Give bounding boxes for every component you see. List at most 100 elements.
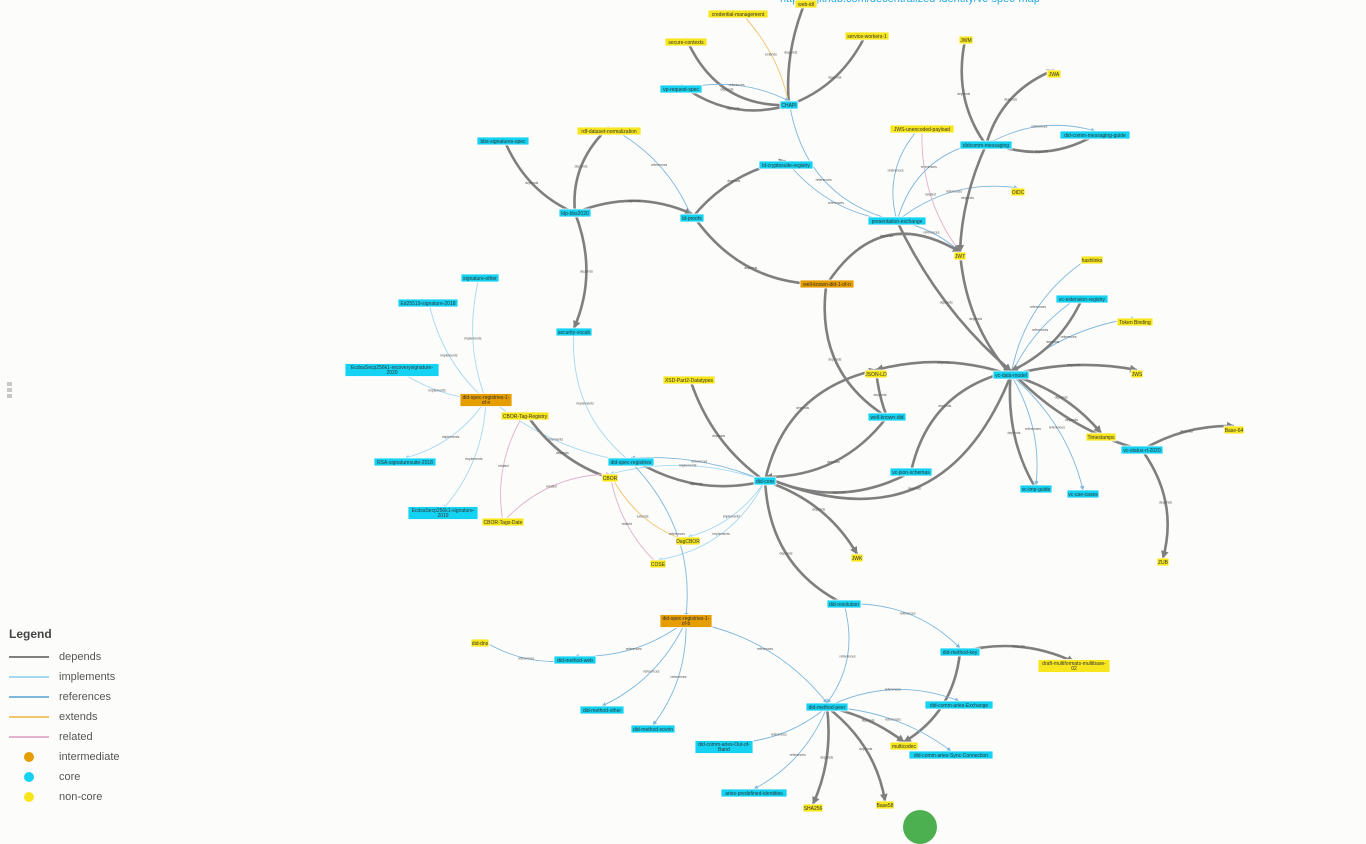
node-box[interactable] — [373, 457, 437, 467]
node-box[interactable] — [675, 536, 701, 546]
node-box[interactable] — [694, 740, 754, 754]
node-OIDC[interactable]: OIDC — [1010, 187, 1026, 197]
node-did-spec-registries-1-of-b[interactable]: did-spec-registries-1-of-b — [659, 614, 713, 628]
node-did-method-sovrin[interactable]: did-method-sovrin — [630, 724, 676, 734]
node-box[interactable] — [649, 559, 667, 569]
floating-action-button[interactable] — [903, 810, 937, 844]
node-vc-imp-guide[interactable]: vc-imp-guide — [1019, 484, 1053, 494]
node-didcomm-messaging[interactable]: didcomm-messaging — [959, 140, 1013, 150]
node-box[interactable] — [1059, 130, 1131, 140]
node-did-comm-aries-Out-of-Band[interactable]: did-comm-aries-Out-of-Band — [694, 740, 754, 754]
node-did-dns[interactable]: did-dns — [470, 638, 490, 648]
node-JWA[interactable]: JWA — [1046, 69, 1062, 79]
node-box[interactable] — [779, 100, 799, 110]
node-box[interactable] — [992, 370, 1030, 380]
node-ld-cryptosuite-registry[interactable]: ld-cryptosuite-registry — [758, 160, 814, 170]
node-vc-use-cases[interactable]: vc-use-cases — [1066, 489, 1100, 499]
node-well-known-did-1-of-n[interactable]: well-known-did-1-of-n — [799, 279, 855, 289]
node-SHA256[interactable]: SHA256 — [802, 803, 824, 813]
node-box[interactable] — [924, 700, 994, 710]
node-box[interactable] — [844, 31, 890, 41]
node-service-workers-1[interactable]: service-workers-1 — [844, 31, 890, 41]
node-box[interactable] — [805, 702, 849, 712]
node-JWT[interactable]: JWT — [953, 251, 967, 261]
node-box[interactable] — [1130, 369, 1144, 379]
node-box[interactable] — [664, 37, 708, 47]
node-did-method-key[interactable]: did-method-key — [939, 647, 981, 657]
node-box[interactable] — [867, 412, 907, 422]
node-box[interactable] — [1066, 489, 1100, 499]
node-COSE[interactable]: COSE — [649, 559, 667, 569]
node-box[interactable] — [476, 136, 530, 146]
node-Token-Binding[interactable]: Token Binding — [1116, 317, 1154, 327]
node-RSA-signaturesuite-2018[interactable]: RSA-signaturesuite-2018 — [373, 457, 437, 467]
node-draft-multiformats-multibase-02[interactable]: draft-multiformats-multibase-02 — [1037, 659, 1111, 673]
node-DagCBOR[interactable]: DagCBOR — [675, 536, 701, 546]
node-box[interactable] — [576, 126, 642, 136]
node-box[interactable] — [720, 788, 788, 798]
node-box[interactable] — [799, 279, 855, 289]
node-box[interactable] — [889, 124, 955, 134]
node-JWS[interactable]: JWS — [1130, 369, 1144, 379]
node-did-spec-registries-1-of-n[interactable]: did-spec-registries-1-of-n — [459, 393, 513, 407]
node-box[interactable] — [553, 655, 597, 665]
node-box[interactable] — [850, 553, 864, 563]
node-box[interactable] — [407, 506, 479, 520]
node-box[interactable] — [958, 35, 974, 45]
node-Base-64[interactable]: Base-64 — [1223, 425, 1245, 435]
node-box[interactable] — [607, 457, 655, 467]
node-presentation-exchange[interactable]: presentation-exchange — [867, 216, 927, 226]
node-did-core[interactable]: did-core — [753, 476, 777, 486]
node-Timestamps[interactable]: Timestamps — [1085, 432, 1117, 442]
node-box[interactable] — [908, 750, 994, 760]
node-box[interactable] — [344, 363, 440, 377]
node-box[interactable] — [707, 9, 769, 19]
node-box[interactable] — [579, 705, 625, 715]
node-box[interactable] — [1085, 432, 1117, 442]
node-box[interactable] — [1116, 317, 1154, 327]
node-box[interactable] — [659, 84, 703, 94]
node-CBOR-Tags-Date[interactable]: CBOR-Tags-Date — [481, 517, 525, 527]
node-secure-contexts[interactable]: secure-contexts — [664, 37, 708, 47]
node-did-comm-aries-Sync-Connection[interactable]: did-comm-aries-Sync-Connection — [908, 750, 994, 760]
node-aries-predefined-identities[interactable]: aries-predefined-identities — [720, 788, 788, 798]
node-hashlinks[interactable]: hashlinks — [1080, 255, 1104, 265]
node-box[interactable] — [662, 375, 716, 385]
node-box[interactable] — [1055, 294, 1109, 304]
node-box[interactable] — [397, 298, 459, 308]
node-Base58[interactable]: Base58 — [875, 800, 895, 810]
node-box[interactable] — [753, 476, 777, 486]
page-title[interactable]: https://github.com/decentralized-identit… — [780, 0, 1040, 5]
node-box[interactable] — [1223, 425, 1245, 435]
node-box[interactable] — [1080, 255, 1104, 265]
node-did-method-other[interactable]: did-method-other — [579, 705, 625, 715]
node-did-spec-registries[interactable]: did-spec-registries — [607, 457, 655, 467]
node-box[interactable] — [558, 208, 592, 218]
node-ZUB[interactable]: ZUB — [1156, 557, 1170, 567]
node-did-method-peer[interactable]: did-method-peer — [805, 702, 849, 712]
node-box[interactable] — [758, 160, 814, 170]
node-box[interactable] — [659, 614, 713, 628]
node-ld-proofs[interactable]: ld-proofs — [679, 213, 705, 223]
drag-handle[interactable] — [7, 382, 13, 400]
node-did-method-web[interactable]: did-method-web — [553, 655, 597, 665]
spec-map-graph[interactable]: dependsextendsdependsdependsdependsrefer… — [0, 0, 1366, 816]
node-box[interactable] — [1010, 187, 1026, 197]
node-vc-extension-registry[interactable]: vc-extension-registry — [1055, 294, 1109, 304]
node-JSON-LD[interactable]: JSON-LD — [864, 369, 888, 379]
node-security-vocab[interactable]: security-vocab — [555, 327, 593, 337]
node-web-idl[interactable]: web-idl — [794, 0, 818, 9]
node-box[interactable] — [1156, 557, 1170, 567]
node-box[interactable] — [555, 327, 593, 337]
node-box[interactable] — [1019, 484, 1053, 494]
node-did-resolution[interactable]: did-resolution — [826, 599, 862, 609]
node-multicodec[interactable]: multicodec — [889, 741, 919, 751]
node-CBOR[interactable]: CBOR — [601, 473, 619, 483]
node-credential-management[interactable]: credential-management — [707, 9, 769, 19]
node-box[interactable] — [679, 213, 705, 223]
node-EcdsaSecp256k1-recovery[interactable]: EcdsaSecp256k1-recoverysignature-2020 — [344, 363, 440, 377]
node-XSD-Part2-Datatypes[interactable]: XSD-Part2-Datatypes — [662, 375, 716, 385]
node-box[interactable] — [630, 724, 676, 734]
node-box[interactable] — [953, 251, 967, 261]
node-ldp-bbs2020[interactable]: ldp-bbs2020 — [558, 208, 592, 218]
